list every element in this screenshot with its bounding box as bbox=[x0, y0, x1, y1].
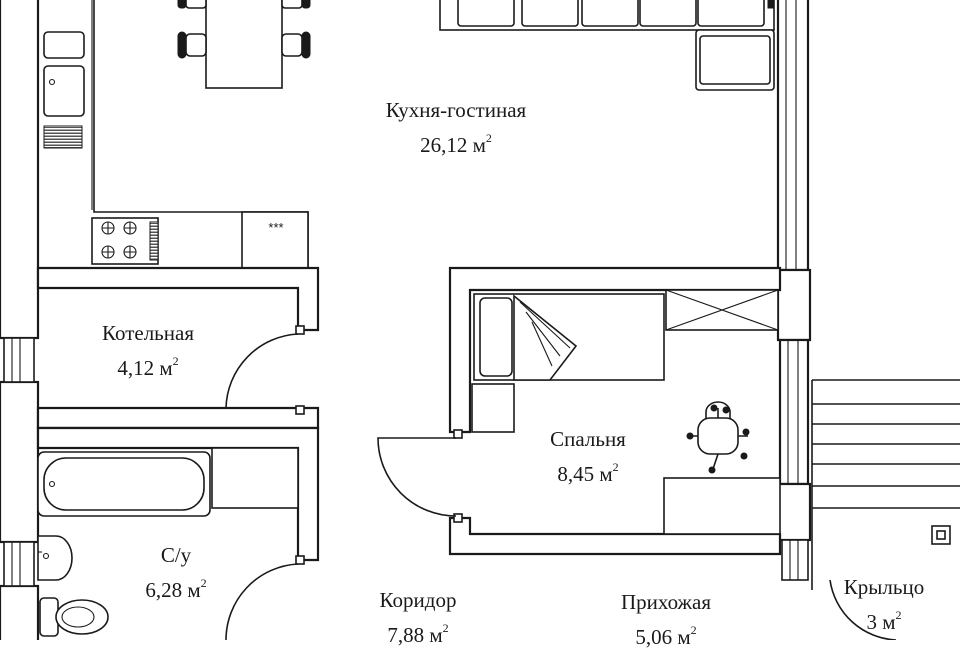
nightstand-icon bbox=[471, 383, 515, 433]
room-area: 26,12 bbox=[420, 133, 468, 157]
office-chair-icon bbox=[686, 401, 750, 474]
left-window-lower bbox=[3, 541, 35, 587]
area-unit-power: 2 bbox=[895, 608, 902, 622]
room-area: 6,28 bbox=[145, 578, 183, 602]
chair-icon bbox=[281, 0, 311, 9]
chair-icon bbox=[281, 31, 311, 59]
bed-icon bbox=[473, 293, 665, 381]
right-wall-column bbox=[776, 268, 812, 342]
room-label-porch: Крыльцо 3 м2 bbox=[844, 572, 924, 637]
room-area: 4,12 bbox=[117, 356, 155, 380]
room-area: 3 bbox=[866, 610, 877, 634]
room-label-hallway: Прихожая 5,06 м2 bbox=[621, 587, 711, 652]
desk-icon bbox=[663, 477, 781, 535]
dishwasher-marking: *** bbox=[268, 220, 283, 235]
bathroom-door[interactable] bbox=[225, 563, 299, 640]
corner-sofa-icon bbox=[439, 0, 775, 91]
area-unit: м bbox=[187, 578, 201, 602]
entrance-door[interactable] bbox=[829, 579, 897, 640]
room-label-corridor: Коридор 7,88 м2 bbox=[380, 585, 457, 650]
room-area-line: 7,88 м2 bbox=[380, 615, 457, 650]
room-area: 7,88 bbox=[387, 623, 425, 647]
room-area-line: 4,12 м2 bbox=[102, 348, 194, 383]
room-area-line: 8,45 м2 bbox=[550, 454, 626, 489]
double-sink-icon bbox=[43, 31, 85, 117]
room-label-bathroom: С/у 6,28 м2 bbox=[145, 540, 206, 605]
room-name: Кухня-гостиная bbox=[385, 98, 527, 122]
toilet-icon bbox=[39, 597, 109, 637]
area-unit-power: 2 bbox=[612, 460, 619, 474]
area-unit: м bbox=[677, 625, 691, 649]
bedroom-walls bbox=[448, 266, 782, 556]
area-unit: м bbox=[472, 133, 486, 157]
room-area-line: 26,12 м2 bbox=[386, 125, 526, 160]
dining-table-icon bbox=[177, 0, 311, 89]
right-wall-window bbox=[778, 338, 810, 486]
room-area: 5,06 bbox=[635, 625, 673, 649]
area-unit: м bbox=[159, 356, 173, 380]
room-name: Спальня bbox=[550, 427, 626, 451]
room-label-kitchen-living: Кухня-гостиная 26,12 м2 bbox=[386, 95, 526, 160]
room-area: 8,45 bbox=[557, 462, 595, 486]
area-unit: м bbox=[599, 462, 613, 486]
area-unit-power: 2 bbox=[442, 621, 449, 635]
bathroom-walls bbox=[36, 426, 320, 565]
room-name: Котельная bbox=[102, 321, 194, 345]
area-unit-power: 2 bbox=[485, 131, 492, 145]
room-name: Прихожая bbox=[620, 590, 712, 614]
chair-icon bbox=[177, 31, 207, 59]
bathtub-icon bbox=[37, 451, 211, 517]
area-unit-power: 2 bbox=[172, 354, 179, 368]
area-unit-power: 2 bbox=[200, 576, 207, 590]
room-area-line: 6,28 м2 bbox=[145, 570, 206, 605]
outer-left-wall bbox=[0, 0, 40, 640]
hob-icon bbox=[91, 217, 159, 265]
room-name: С/у bbox=[160, 543, 192, 567]
bedroom-door[interactable] bbox=[377, 437, 457, 517]
dishwasher-icon: *** bbox=[241, 211, 309, 269]
wardrobe-icon bbox=[665, 289, 779, 331]
area-unit: м bbox=[882, 610, 896, 634]
boiler-room-door[interactable] bbox=[225, 333, 299, 409]
room-area-line: 5,06 м2 bbox=[621, 617, 711, 652]
room-area-line: 3 м2 bbox=[844, 602, 924, 637]
washing-machine-icon bbox=[211, 447, 299, 509]
area-unit-power: 2 bbox=[690, 623, 697, 637]
chair-icon bbox=[177, 0, 207, 9]
room-name: Крыльцо bbox=[843, 575, 925, 599]
dishdrainer-icon bbox=[43, 125, 83, 149]
room-label-bedroom: Спальня 8,45 м2 bbox=[550, 424, 626, 489]
left-window-upper bbox=[3, 337, 35, 383]
room-name: Коридор bbox=[379, 588, 457, 612]
area-unit: м bbox=[429, 623, 443, 647]
right-wall-lower bbox=[776, 482, 812, 581]
room-label-boiler: Котельная 4,12 м2 bbox=[102, 318, 194, 383]
porch-steps-icon bbox=[811, 379, 960, 590]
washbasin-icon bbox=[37, 535, 73, 581]
boiler-room-walls bbox=[36, 266, 320, 430]
right-wall-upper bbox=[767, 0, 810, 272]
